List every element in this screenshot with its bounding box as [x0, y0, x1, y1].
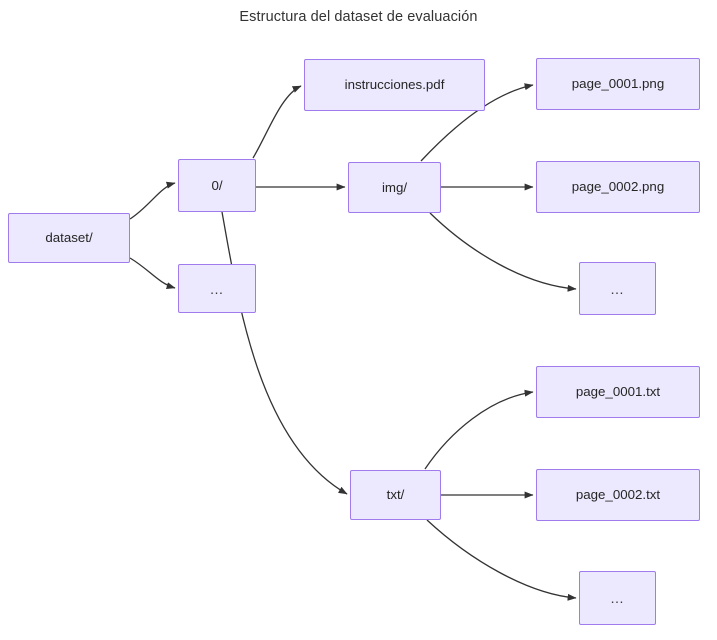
node-label-zero: 0/ — [211, 177, 223, 193]
node-zero[interactable]: 0/ — [178, 159, 256, 212]
node-dots_txt[interactable]: … — [579, 571, 656, 625]
node-instr[interactable]: instrucciones.pdf — [304, 59, 485, 111]
edge-txt-dots — [426, 519, 577, 601]
edge-img-dots — [429, 212, 577, 292]
node-label-dots_img: … — [610, 280, 625, 297]
node-label-instr: instrucciones.pdf — [344, 77, 445, 93]
node-txt2[interactable]: page_0002.txt — [536, 469, 700, 521]
edge-dataset-dots — [129, 257, 176, 289]
edge-zero-instr — [252, 85, 302, 159]
node-dots_root[interactable]: … — [178, 264, 256, 313]
node-label-dots_root: … — [209, 280, 225, 297]
node-txt[interactable]: txt/ — [350, 470, 441, 520]
node-png2[interactable]: page_0002.png — [536, 161, 700, 213]
edge-zero-txt — [221, 211, 348, 495]
node-label-png2: page_0002.png — [571, 179, 665, 195]
node-label-txt2: page_0002.txt — [575, 487, 661, 503]
node-png1[interactable]: page_0001.png — [536, 58, 700, 110]
node-txt1[interactable]: page_0001.txt — [536, 366, 700, 418]
node-dataset[interactable]: dataset/ — [8, 213, 130, 263]
node-label-dataset: dataset/ — [45, 230, 93, 246]
node-label-png1: page_0001.png — [571, 76, 665, 92]
node-dots_img[interactable]: … — [579, 262, 656, 315]
edge-txt-txt1 — [424, 389, 534, 470]
edge-dataset-zero — [129, 181, 176, 220]
node-label-img: img/ — [381, 179, 408, 195]
node-label-txt: txt/ — [386, 487, 405, 503]
node-label-dots_txt: … — [610, 590, 625, 606]
diagram-title: Estructura del dataset de evaluación — [239, 9, 478, 25]
node-label-txt1: page_0001.txt — [575, 384, 661, 400]
node-img[interactable]: img/ — [348, 162, 441, 213]
